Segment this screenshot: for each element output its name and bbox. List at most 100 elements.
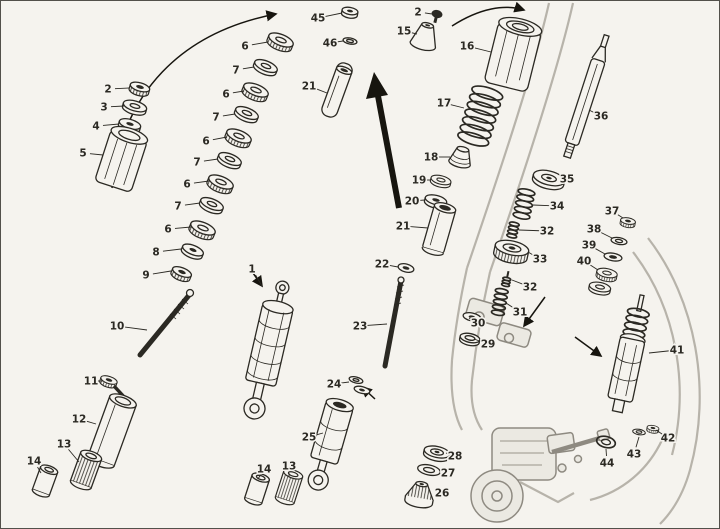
part-number-39-31: 39 [582,240,597,252]
part-number-20-24: 20 [405,196,420,208]
part-15-cup [409,21,437,52]
part-number-1-41: 1 [248,264,255,276]
part-number-33-33: 33 [533,254,548,266]
leader-line-7 [184,202,201,206]
leader-line-6 [174,226,192,229]
left-lower-parts [30,288,195,500]
part-number-22-35: 22 [375,259,390,271]
part-number-46-2: 46 [323,38,338,50]
leader-line-34 [532,204,551,207]
steering-small-parts [587,216,637,298]
part-38-washer [609,235,629,247]
leader-line-14 [37,466,42,474]
washer [120,97,149,119]
part-number-7-13: 7 [212,112,219,124]
part-46-ring [342,37,358,45]
leader-line-3 [110,105,125,108]
part-32-spring [505,221,521,239]
leader-line-16 [473,47,492,53]
part-36-damper-rod [562,33,610,160]
part-28-washer [422,445,451,463]
part-number-2-1: 2 [414,7,421,19]
part-number-6-19: 6 [183,179,190,191]
part-number-32-29: 32 [540,226,555,238]
part-17-spring [457,85,504,147]
part-41-fork-shock [607,294,650,414]
part-number-17-14: 17 [437,98,452,110]
leader-line-37 [617,214,624,219]
right-shock-column [348,9,543,395]
part-number-32-36: 32 [523,282,538,294]
leader-line-32 [518,229,541,232]
leader-line-46 [336,40,344,43]
part-31-spring [490,287,510,317]
arrow-to-fork [574,336,603,357]
part-1-shock-absorber [243,280,294,420]
part-number-7-17: 7 [193,157,200,169]
part-number-42-50: 42 [661,433,676,445]
part-number-4-10: 4 [92,121,99,133]
part-42-nut [645,424,660,435]
leader-line-4 [102,123,120,126]
leader-line-31 [505,302,515,309]
leader-line-22 [388,264,399,268]
leader-line-14 [257,474,261,480]
part-22-nut [397,263,415,273]
leader-line-9 [152,270,172,275]
leader-line-38 [600,231,613,239]
part-number-27-54: 27 [441,468,456,480]
leader-line-33 [527,251,535,256]
leader-line-25 [315,432,324,436]
leader-line-7 [242,66,255,70]
part-number-13-57: 13 [282,461,297,473]
part-number-2-8: 2 [104,84,111,96]
leader-line-39 [594,248,606,255]
part-number-45-0: 45 [311,13,326,25]
part-number-34-25: 34 [550,201,565,213]
part-number-6-16: 6 [202,136,209,148]
part-35-disc [531,169,566,191]
part-14-bushing [30,462,60,500]
part-number-14-56: 14 [257,464,272,476]
part-number-6-5: 6 [241,41,248,53]
washer [215,149,244,173]
leader-line-6 [212,136,228,141]
knurled-nut [264,29,296,56]
leader-line-6 [251,41,269,46]
knurled-nut [239,79,271,106]
arrow-frame-bracket [523,296,546,328]
part-number-11-44: 11 [84,376,99,388]
part-number-43-51: 43 [627,449,642,461]
part-number-16-4: 16 [460,41,475,53]
knurled-nut [186,217,218,244]
part-number-19-21: 19 [412,175,427,187]
part-number-36-15: 36 [594,111,609,123]
part-21-cylinder [421,201,457,256]
part-number-21-28: 21 [396,221,411,233]
footpeg-parts [404,445,451,509]
axle-small-parts [595,424,660,449]
part-16-spring-cover [484,16,543,92]
leader-line-15 [410,32,418,35]
leader-line-44 [605,448,607,457]
leader-line-12 [85,420,97,425]
part-23-rod [382,276,405,369]
leader-line-5 [89,153,104,156]
leader-line-21 [409,226,429,229]
part-40-knurled-washer [594,266,619,284]
part-number-9-32: 9 [142,270,149,282]
leader-line-40 [589,264,599,271]
part-number-29-42: 29 [481,339,496,351]
leader-line-42 [655,429,663,435]
part-number-23-40: 23 [353,321,368,333]
leader-line-36 [588,109,595,114]
part-21-tube [321,62,353,118]
knurled-nut [222,125,254,152]
washer [232,103,261,127]
leader-line-17 [450,104,465,109]
part-43-washer [631,427,647,437]
part-number-38-30: 38 [587,224,602,236]
leader-line-29 [473,338,482,343]
part-number-13-48: 13 [57,439,72,451]
